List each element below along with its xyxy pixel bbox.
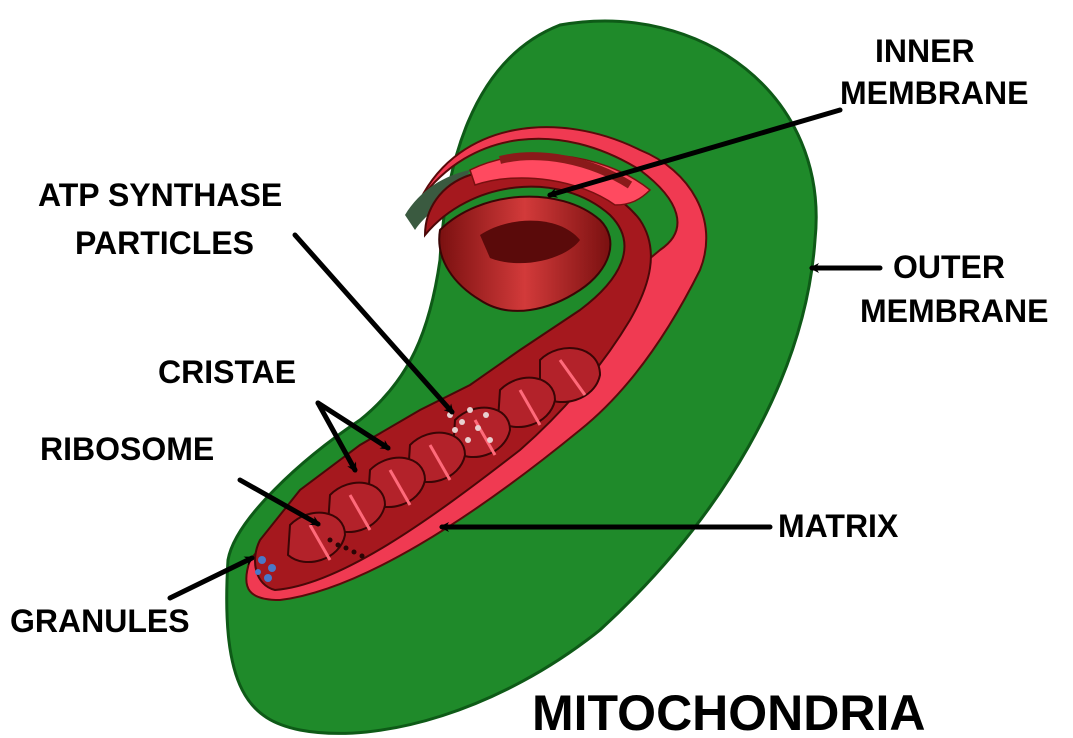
label-inner-membrane-line1: INNER bbox=[875, 33, 975, 69]
label-granules: GRANULES bbox=[10, 603, 190, 639]
label-atp-synthase-line1: ATP SYNTHASE bbox=[38, 177, 282, 213]
label-ribosome: RIBOSOME bbox=[40, 431, 214, 467]
label-matrix: MATRIX bbox=[778, 508, 899, 544]
label-cristae: CRISTAE bbox=[158, 354, 296, 390]
label-inner-membrane-line2: MEMBRANE bbox=[840, 75, 1028, 111]
label-outer-membrane-line2: MEMBRANE bbox=[860, 293, 1048, 329]
label-atp-synthase-line2: PARTICLES bbox=[75, 225, 254, 261]
label-outer-membrane-line1: OUTER bbox=[893, 249, 1005, 285]
diagram-title: MITOCHONDRIA bbox=[532, 685, 926, 738]
